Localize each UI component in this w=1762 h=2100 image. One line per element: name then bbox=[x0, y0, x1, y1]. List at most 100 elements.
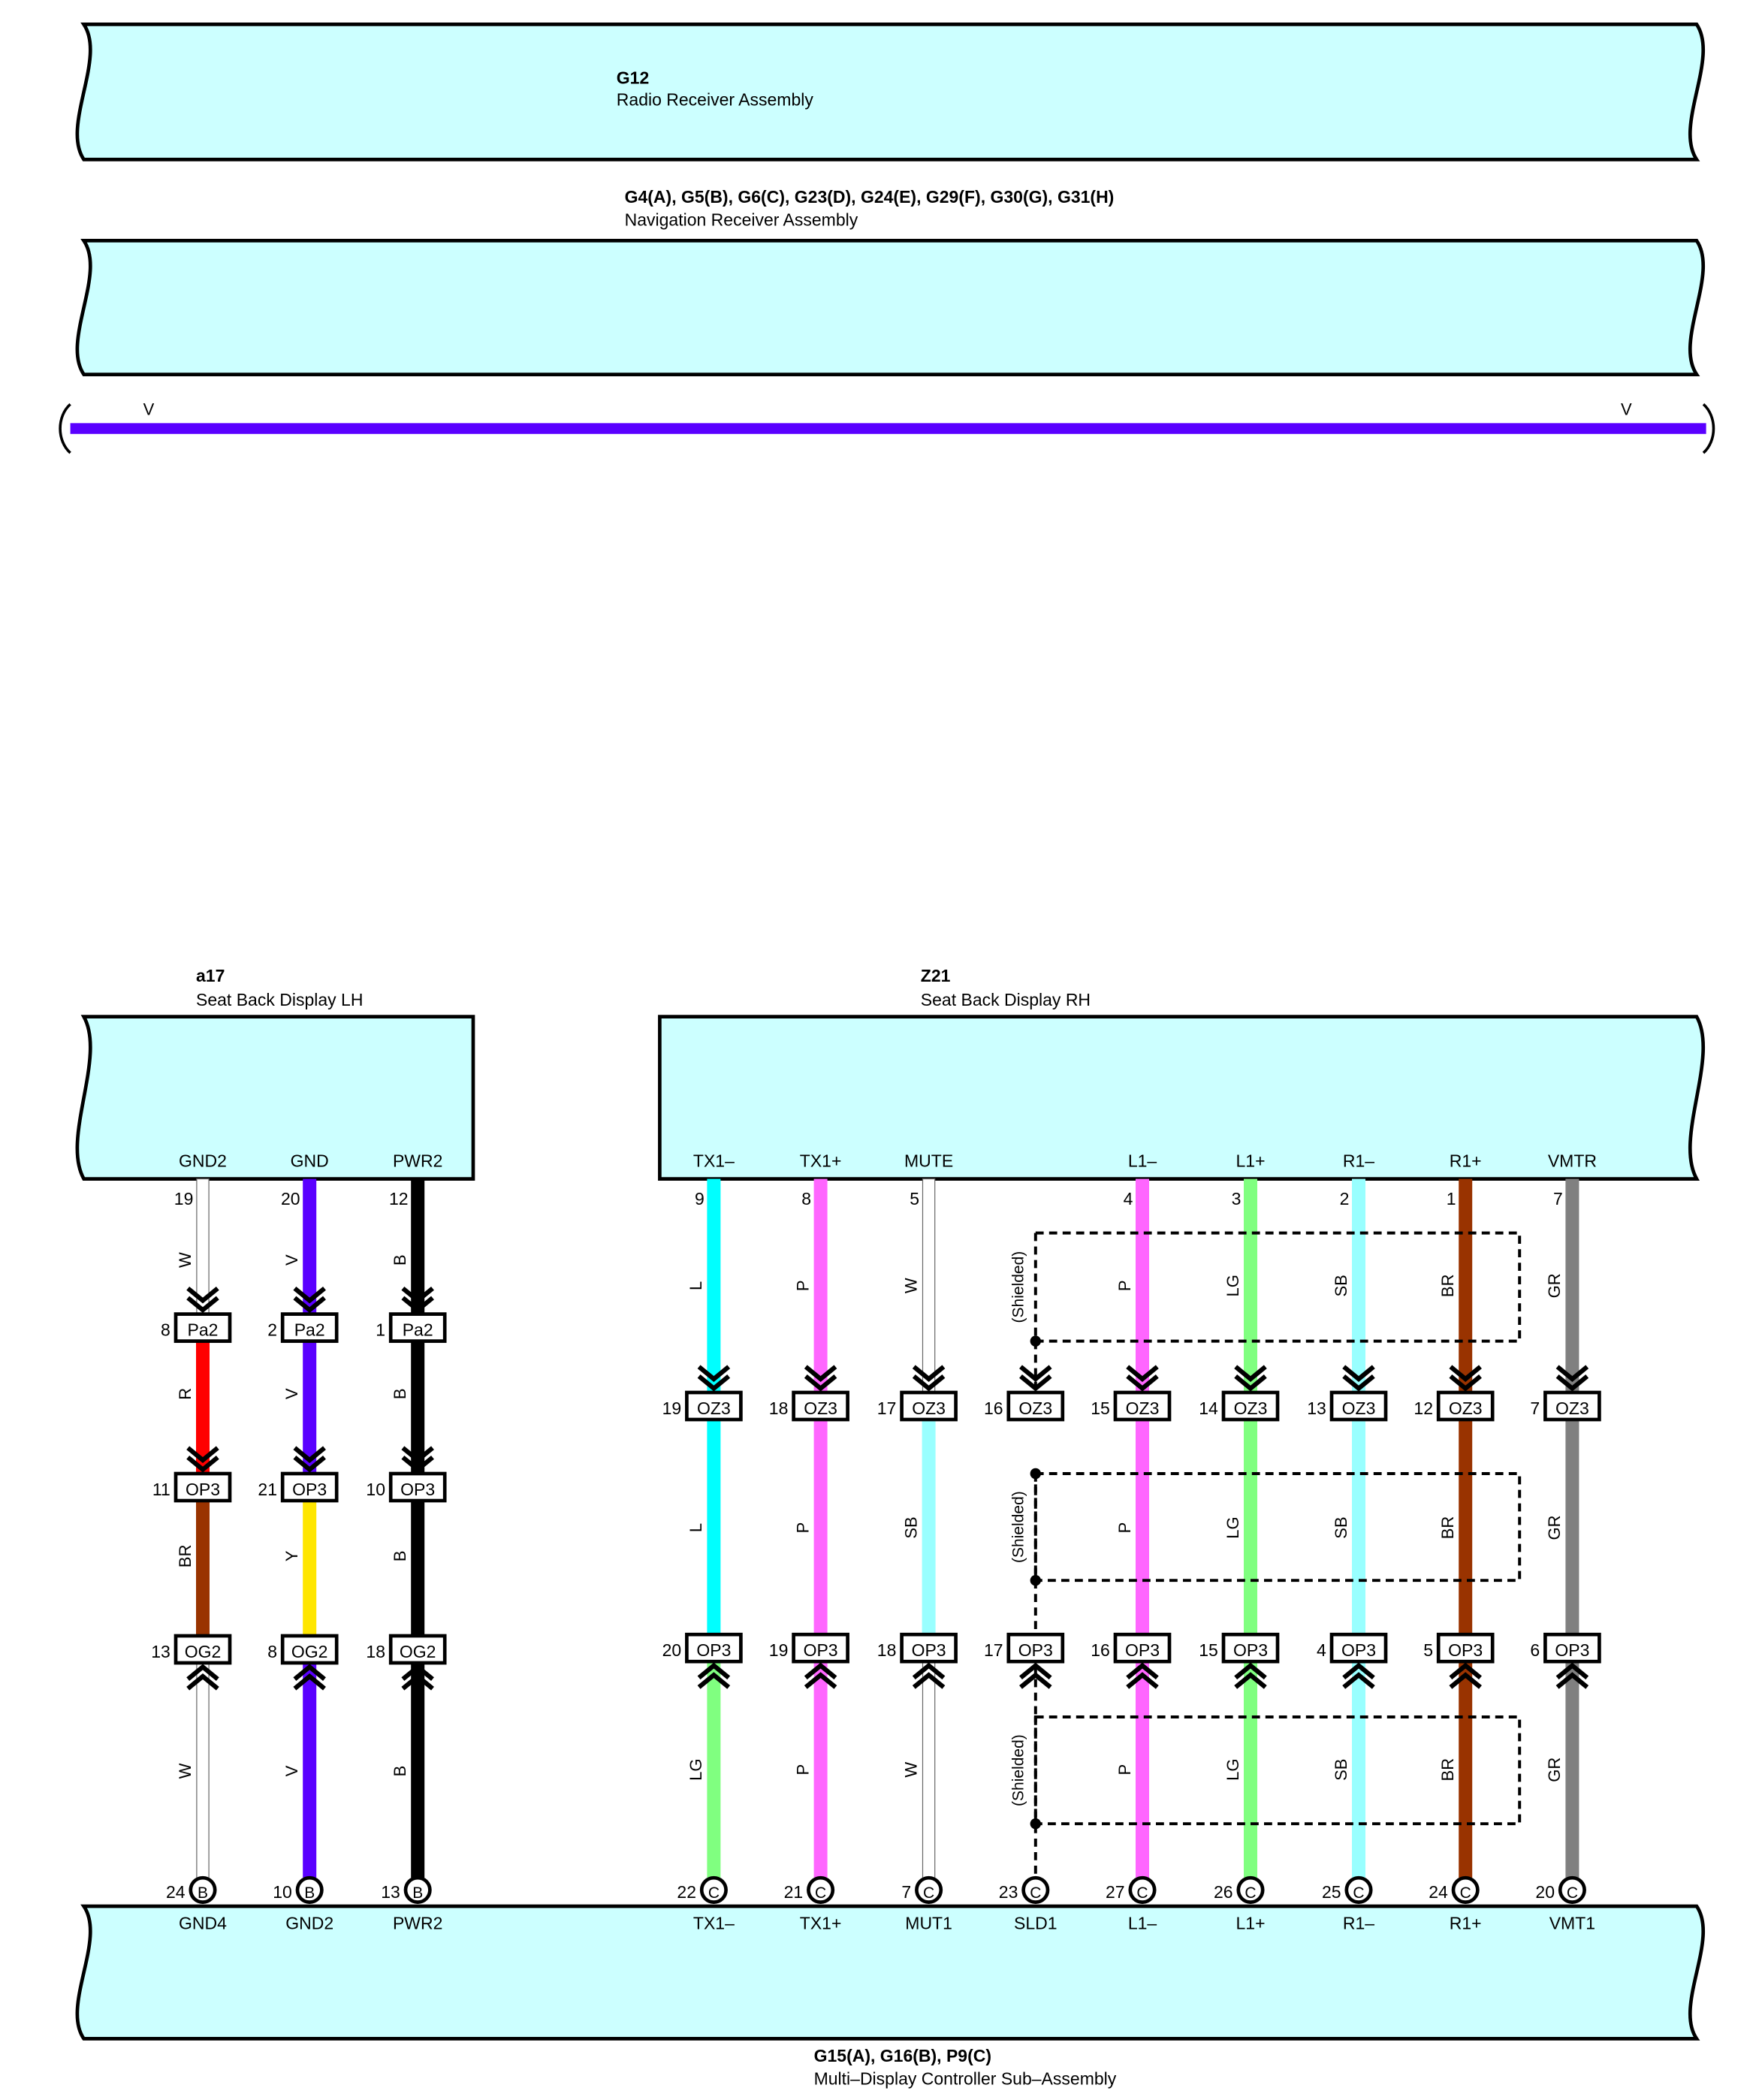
wire-l1m-seg3 bbox=[1136, 1661, 1149, 1878]
bottom-terminal-tx1m: TX1– bbox=[693, 1914, 735, 1933]
wire-label-mute-2: SB bbox=[901, 1516, 920, 1538]
shielded-label-1: (Shielded) bbox=[1010, 1251, 1027, 1323]
bottom-pin-l1p-number: 26 bbox=[1214, 1882, 1233, 1902]
connector-l1m-c2-pin: 16 bbox=[1091, 1640, 1110, 1660]
wire-gnd-seg1 bbox=[303, 1178, 317, 1314]
wire-label-l1m-3: P bbox=[1115, 1764, 1134, 1776]
top-pin-vmtr: 7 bbox=[1553, 1189, 1563, 1208]
bottom-conn-r1m: C bbox=[1353, 1884, 1364, 1902]
bottom-pin-gnd-number: 10 bbox=[273, 1882, 292, 1902]
connector-vmtr-c1-pin: 7 bbox=[1530, 1398, 1540, 1418]
connector-sld-c1-label: OZ3 bbox=[1018, 1398, 1052, 1418]
connector-vmtr-c1-label: OZ3 bbox=[1555, 1398, 1589, 1418]
multi-display-controller-box bbox=[75, 1904, 1706, 2041]
wire-label-mute-3: W bbox=[901, 1762, 920, 1778]
wire-label-gnd2-2: R bbox=[176, 1388, 195, 1400]
top-terminal-l1p: L1+ bbox=[1236, 1151, 1265, 1170]
bottom-pin-tx1p bbox=[807, 1875, 835, 1904]
bottom-pin-vmtr-number: 20 bbox=[1535, 1882, 1555, 1902]
wire-r1m-seg3 bbox=[1352, 1661, 1365, 1878]
bottom-pin-r1p bbox=[1451, 1875, 1480, 1904]
connector-l1p-c1-pin: 14 bbox=[1199, 1398, 1218, 1418]
connector-l1p-c2 bbox=[1221, 1632, 1280, 1664]
connector-mute-c2 bbox=[900, 1632, 958, 1664]
connector-vmtr-c2-label: OP3 bbox=[1555, 1640, 1589, 1660]
wire-gnd-seg3 bbox=[303, 1501, 317, 1636]
wire-label-vmtr-2: GR bbox=[1545, 1516, 1564, 1540]
controller-code: G15(A), G16(B), P9(C) bbox=[814, 2046, 991, 2065]
radio-code: G12 bbox=[617, 68, 649, 88]
top-pin-l1m: 4 bbox=[1124, 1189, 1133, 1208]
connector-gnd-c2-label: OP3 bbox=[292, 1480, 327, 1499]
chevron-r1m-2 bbox=[1342, 1662, 1375, 1689]
connector-r1p-c2 bbox=[1436, 1632, 1495, 1664]
wire-label-pwr2-1: B bbox=[391, 1254, 409, 1266]
chevron-gnd-3 bbox=[293, 1664, 326, 1691]
chevron-pwr2-1 bbox=[401, 1287, 434, 1314]
wire-label-vmtr-1: GR bbox=[1545, 1273, 1564, 1298]
bottom-pin-sld bbox=[1021, 1875, 1050, 1904]
wire-label-r1p-3: BR bbox=[1438, 1758, 1457, 1782]
connector-l1p-c1-label: OZ3 bbox=[1234, 1398, 1268, 1418]
wire-l1p-seg2 bbox=[1244, 1420, 1257, 1635]
connector-pwr2-c2-label: OP3 bbox=[400, 1480, 435, 1499]
connector-tx1p-c2 bbox=[792, 1632, 849, 1664]
connector-tx1p-c1-label: OZ3 bbox=[804, 1398, 837, 1418]
wire-label-gnd-4: V bbox=[282, 1765, 301, 1776]
connector-r1p-c1 bbox=[1436, 1390, 1495, 1422]
top-pin-tx1p: 8 bbox=[801, 1189, 811, 1208]
bottom-conn-r1p: C bbox=[1460, 1884, 1471, 1902]
wire-label-tx1m-2: L bbox=[686, 1523, 705, 1532]
connector-r1p-c2-label: OP3 bbox=[1448, 1640, 1483, 1660]
shield-junction-top-2 bbox=[1030, 1468, 1042, 1480]
chevron-tx1m-1 bbox=[697, 1365, 731, 1392]
wire-l1p-seg1 bbox=[1244, 1178, 1257, 1392]
chevron-r1p-2 bbox=[1449, 1662, 1482, 1689]
connector-gnd-c3 bbox=[280, 1634, 339, 1665]
wire-pwr2-seg1 bbox=[411, 1178, 425, 1314]
connector-vmtr-c2-pin: 6 bbox=[1530, 1640, 1540, 1660]
bottom-terminal-vmtr: VMT1 bbox=[1549, 1914, 1595, 1933]
wire-r1m-seg2 bbox=[1352, 1420, 1365, 1635]
connector-l1p-c2-label: OP3 bbox=[1233, 1640, 1268, 1660]
wire-label-pwr2-3: B bbox=[391, 1550, 409, 1561]
connector-mute-c2-pin: 18 bbox=[877, 1640, 897, 1660]
wire-r1p-seg1 bbox=[1459, 1178, 1473, 1392]
rh-display-box bbox=[658, 1015, 1705, 1181]
shield-box-3 bbox=[1033, 1715, 1522, 1826]
wire-l1p-seg3 bbox=[1244, 1661, 1257, 1878]
wire-gnd-seg4 bbox=[303, 1663, 317, 1878]
connector-sld-c1 bbox=[1006, 1390, 1065, 1422]
bottom-terminal-l1m: L1– bbox=[1128, 1914, 1157, 1933]
connector-r1m-c2 bbox=[1329, 1632, 1388, 1664]
chevron-l1m-2 bbox=[1126, 1662, 1159, 1689]
top-pin-pwr2: 12 bbox=[389, 1189, 409, 1208]
wire-tx1p-seg2 bbox=[813, 1420, 828, 1635]
connector-r1m-c2-label: OP3 bbox=[1341, 1640, 1376, 1660]
chevron-tx1p-1 bbox=[804, 1365, 837, 1392]
connector-tx1m-c2-pin: 20 bbox=[662, 1640, 682, 1660]
chevron-pwr2-3 bbox=[401, 1664, 434, 1691]
connector-pwr2-c3-label: OG2 bbox=[400, 1642, 436, 1661]
bottom-terminal-r1p: R1+ bbox=[1450, 1914, 1482, 1933]
wire-label-gnd-3: Y bbox=[282, 1550, 301, 1561]
chevron-l1p-2 bbox=[1234, 1662, 1267, 1689]
wire-label-gnd2-4: W bbox=[176, 1763, 195, 1779]
connector-pwr2-c2-pin: 10 bbox=[366, 1480, 385, 1499]
connector-tx1p-c1-pin: 18 bbox=[769, 1398, 789, 1418]
radio-receiver-box bbox=[75, 23, 1706, 161]
connector-gnd2-c3 bbox=[173, 1634, 232, 1665]
connector-r1p-c1-pin: 12 bbox=[1414, 1398, 1433, 1418]
v-bus-label-right: V bbox=[1621, 400, 1632, 419]
wire-label-l1p-1: LG bbox=[1223, 1275, 1242, 1296]
connector-gnd2-c2 bbox=[173, 1471, 232, 1503]
connector-pwr2-c1-label: Pa2 bbox=[403, 1320, 433, 1339]
wire-label-tx1p-2: P bbox=[793, 1522, 812, 1534]
chevron-pwr2-2 bbox=[401, 1446, 434, 1473]
chevron-gnd-2 bbox=[293, 1446, 326, 1473]
wire-label-vmtr-3: GR bbox=[1545, 1758, 1564, 1782]
wire-label-r1m-2: SB bbox=[1332, 1516, 1350, 1538]
connector-l1m-c2 bbox=[1113, 1632, 1172, 1664]
connector-l1p-c1 bbox=[1221, 1390, 1280, 1422]
